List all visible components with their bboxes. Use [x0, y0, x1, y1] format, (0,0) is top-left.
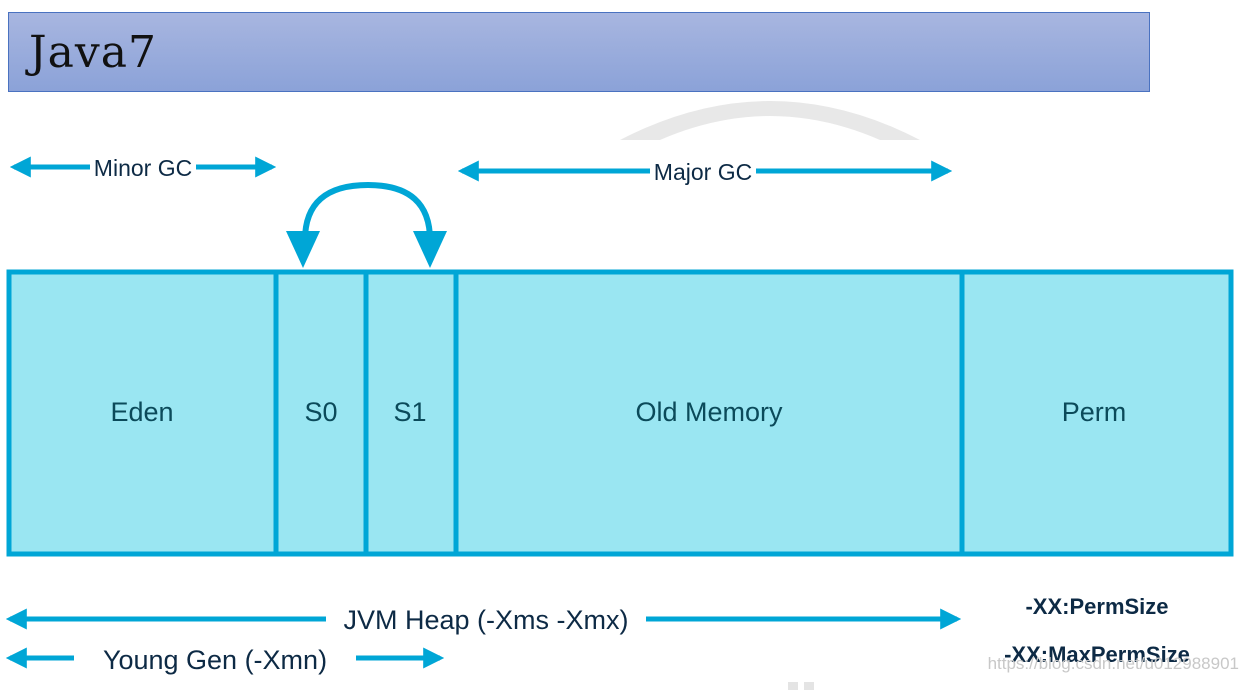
watermark-url: https://blog.csdn.net/u012988901	[987, 654, 1239, 673]
region-perm-label: Perm	[1062, 397, 1127, 427]
young-gen-label: Young Gen (-Xmn)	[103, 645, 327, 675]
watermark-arc	[620, 101, 920, 140]
perm-size-flag: -XX:PermSize	[1025, 594, 1168, 619]
young-gen-arrow: Young Gen (-Xmn)	[5, 645, 445, 675]
watermark-block	[788, 682, 798, 690]
survivor-swap-arrow	[286, 181, 447, 268]
region-s1-label: S1	[393, 397, 426, 427]
major-gc-label: Major GC	[654, 159, 752, 185]
minor-gc-arrow: Minor GC	[9, 155, 277, 181]
region-eden-label: Eden	[110, 397, 173, 427]
region-old-label: Old Memory	[635, 397, 783, 427]
minor-gc-label: Minor GC	[94, 155, 192, 181]
region-perm	[959, 269, 1234, 557]
watermark-block	[804, 682, 814, 690]
max-perm-size-flag: -XX:MaxPermSize	[1004, 642, 1190, 667]
page-title: Java7	[29, 27, 157, 78]
region-s1	[363, 269, 459, 557]
jvm-heap-label: JVM Heap (-Xms -Xmx)	[343, 605, 628, 635]
region-s0-label: S0	[304, 397, 337, 427]
major-gc-arrow: Major GC	[457, 159, 953, 185]
jvm-heap-arrow: JVM Heap (-Xms -Xmx)	[5, 605, 962, 635]
title-bar: Java7	[8, 12, 1150, 92]
heap-regions: Eden S0 S1 Old Memory Perm	[6, 269, 1234, 557]
region-eden	[6, 269, 279, 557]
region-old	[453, 269, 965, 557]
region-s0	[273, 269, 369, 557]
